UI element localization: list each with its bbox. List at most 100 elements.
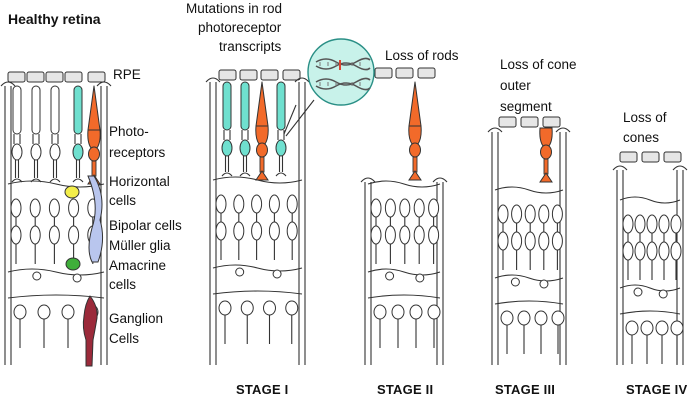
bipolar-cell-body — [511, 204, 523, 224]
label-photoreceptors-1: Photo- — [109, 124, 149, 139]
stage-label-2: STAGE II — [377, 382, 434, 397]
amacrine-cell — [633, 287, 643, 297]
rod-inner-segment — [223, 130, 231, 140]
amacrine-cell — [272, 269, 282, 279]
stage-1-column — [205, 69, 310, 365]
rod-axon — [33, 160, 39, 178]
bipolar-cell-body — [48, 198, 60, 218]
annotation-loss-cone-os-2: outer — [500, 78, 531, 93]
amacrine-cell — [32, 271, 42, 281]
rod-inner-segment — [32, 134, 40, 144]
bipolar-cell-body — [68, 198, 80, 218]
bipolar-cell-body — [233, 221, 245, 241]
bipolar-cell-body — [646, 214, 658, 234]
bipolar-cell-body — [524, 231, 536, 251]
amacrine-cell-highlight — [65, 257, 81, 271]
rpe-cell — [64, 71, 83, 83]
stage-2-column — [360, 67, 448, 365]
rod-terminal — [72, 178, 84, 183]
muller-glia-endfoot — [487, 127, 503, 133]
bipolar-cell-body — [384, 225, 396, 245]
bipolar-cell-body — [497, 231, 509, 251]
cone-axon — [259, 156, 265, 173]
amacrine-cell — [235, 267, 245, 277]
muller-glia-process — [298, 82, 306, 365]
rpe-cell — [619, 151, 638, 163]
ganglion-cell-body — [391, 304, 405, 320]
muller-glia-process — [364, 182, 372, 365]
ganglion-cell-body — [61, 304, 75, 320]
cone-outer-segment — [408, 81, 422, 127]
ganglion-cell-body — [37, 304, 51, 320]
annotation-mutations-1: Mutations in rod — [186, 1, 283, 16]
rpe-cell — [45, 71, 64, 83]
bipolar-cell-body — [10, 198, 22, 218]
ganglion-cell-body — [625, 320, 639, 336]
rod-terminal — [49, 178, 61, 183]
stage-3-column — [487, 116, 571, 365]
bipolar-cell-body — [658, 214, 670, 234]
mutation-bubble — [283, 38, 375, 137]
outer-plexiform-layer — [212, 176, 303, 184]
muller-glia-endfoot — [432, 177, 448, 183]
bipolar-cell-body — [634, 241, 646, 261]
bipolar-cell-body — [622, 214, 634, 234]
rpe-cell — [498, 116, 517, 128]
rod-nucleus — [11, 143, 23, 161]
cone-axon — [412, 156, 418, 173]
muller-glia-endfoot — [294, 77, 310, 83]
label-ganglion-1: Ganglion — [109, 311, 164, 326]
ganglion-cell-highlight — [82, 295, 98, 367]
rpe-cell — [282, 69, 301, 81]
cone-pedicle — [539, 172, 553, 183]
inner-plexiform-layer — [367, 268, 441, 276]
bipolar-cell-body — [524, 204, 536, 224]
muller-glia-process — [616, 170, 624, 365]
label-amacrine-1: Amacrine — [109, 258, 167, 273]
rpe-cell — [520, 116, 539, 128]
muller-glia-endfoot — [360, 177, 376, 183]
amacrine-cell — [510, 277, 520, 287]
rod-outer-segment — [73, 85, 83, 135]
cone-pedicle — [408, 170, 422, 181]
outer-plexiform-layer — [619, 196, 681, 204]
rpe-cell — [87, 71, 106, 83]
cone-nucleus — [256, 142, 268, 158]
rpe-cell — [374, 67, 393, 79]
annotation-mutations-3: transcripts — [219, 39, 282, 54]
outer-plexiform-layer — [7, 180, 105, 188]
rod-outer-segment — [240, 81, 250, 131]
bipolar-cell-body — [511, 231, 523, 251]
ganglion-cell-body — [218, 300, 232, 316]
ganglion-cell-body — [517, 310, 531, 326]
dna-strand — [315, 77, 371, 86]
bipolar-cell-body — [251, 221, 263, 241]
rpe-cell — [417, 67, 436, 79]
bipolar-cell-body — [658, 241, 670, 261]
bipolar-cell-body — [286, 194, 298, 214]
amacrine-cell — [658, 289, 668, 299]
muller-glia-process — [4, 86, 12, 365]
stage-label-3: STAGE III — [495, 382, 556, 397]
rod-outer-segment — [31, 85, 41, 135]
rod-axon — [242, 156, 248, 172]
rod-axon — [278, 156, 284, 172]
rpe-cell — [395, 67, 414, 79]
ganglion-layer-line — [494, 300, 564, 305]
bipolar-cell-body — [497, 204, 509, 224]
muller-glia-process — [209, 82, 217, 365]
rod-terminal — [275, 172, 287, 177]
annotation-loss-cone-os-1: Loss of cone — [500, 57, 577, 72]
cone-axon — [91, 160, 97, 177]
annotation-loss-cones-2: cones — [623, 130, 660, 145]
rod-inner-segment — [51, 134, 59, 144]
inner-plexiform-layer — [212, 264, 303, 272]
bipolar-cell-body — [48, 225, 60, 245]
outer-plexiform-layer — [367, 180, 441, 188]
bipolar-cell-body — [370, 225, 382, 245]
dna-strand — [315, 62, 371, 71]
ganglion-layer-line — [367, 294, 441, 299]
bipolar-cell-body — [551, 231, 563, 251]
